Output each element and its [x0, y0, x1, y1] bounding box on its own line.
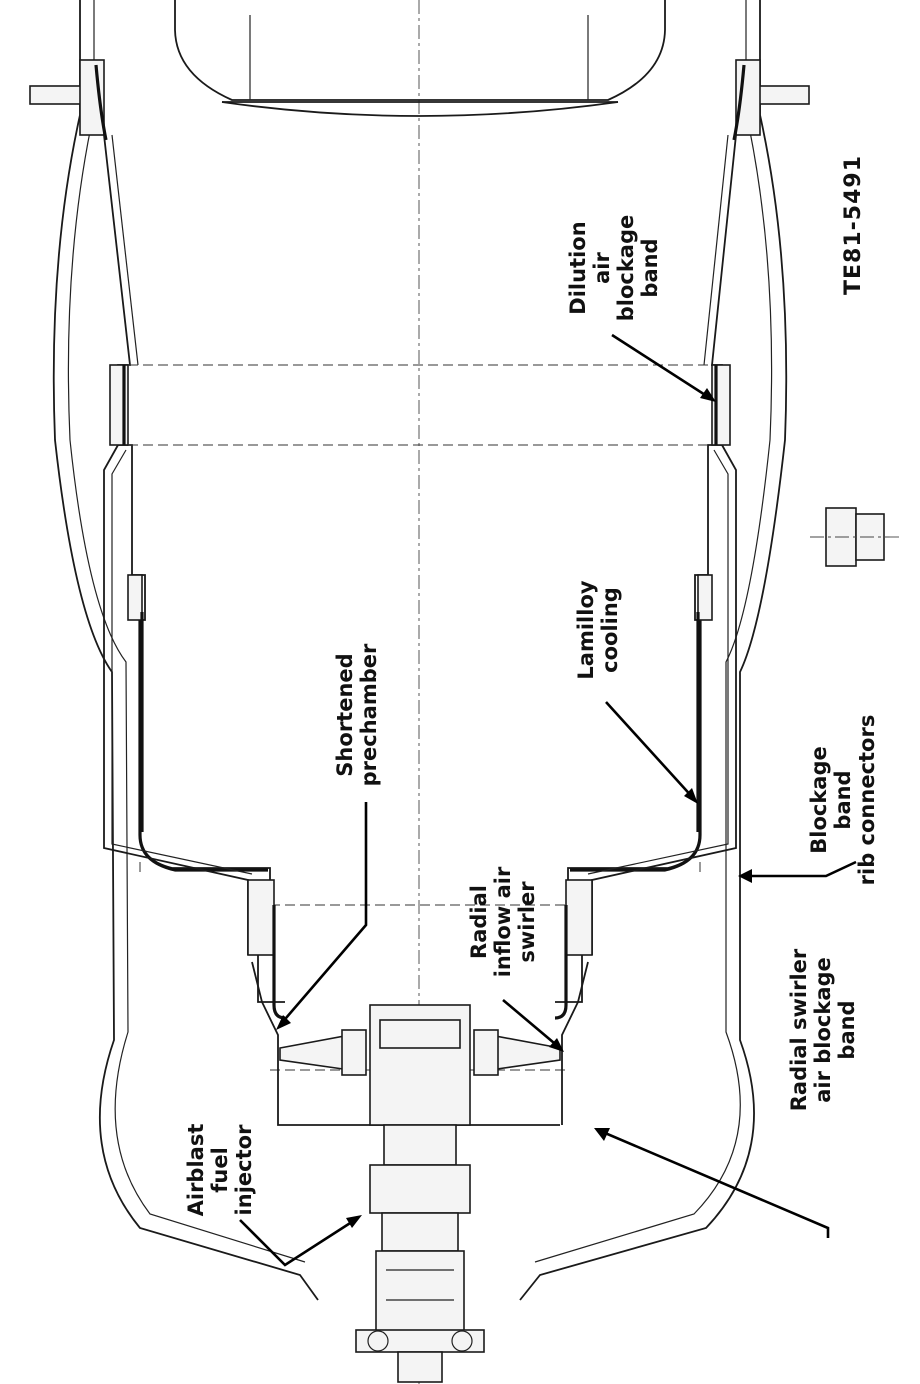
airblast-line-3: injector — [232, 1124, 256, 1216]
label-airblast: Airblast fuel injector — [184, 1124, 256, 1217]
igniter-boss — [810, 507, 900, 567]
label-lamilloy: Lamilloy cooling — [574, 580, 622, 679]
label-prechamber: Shortened prechamber — [333, 643, 381, 786]
dilution-line-4: band — [638, 238, 662, 297]
radial-swirler-line-1: Radial swirler — [787, 948, 811, 1111]
label-dilution: Dilution air blockage band — [566, 215, 662, 322]
dilution-line-1: Dilution — [566, 221, 590, 314]
airblast-line-1: Airblast — [184, 1124, 208, 1217]
transition-duct — [174, 0, 666, 117]
hidden-lines — [128, 364, 712, 1071]
label-blockage: Blockage band rib connectors — [807, 715, 879, 886]
dilution-line-3: blockage — [614, 215, 638, 322]
lamilloy-panels — [127, 574, 713, 832]
dilution-line-2: air — [590, 251, 614, 283]
radial-swirler — [279, 1029, 561, 1076]
radial-inflow-line-2: inflow air — [491, 866, 515, 977]
dilution-bands — [109, 364, 731, 446]
radial-swirler-line-2: air blockage — [811, 957, 835, 1103]
blockage-line-3: rib connectors — [855, 715, 879, 886]
leader-lines — [239, 333, 857, 1267]
radial-swirler-line-3: band — [835, 1000, 859, 1059]
flanges — [29, 59, 810, 141]
airblast-line-2: fuel — [208, 1147, 232, 1193]
label-radial-inflow: Radial inflow air swirler — [467, 866, 539, 977]
blockage-line-1: Blockage — [807, 746, 831, 854]
blockage-band-sleeve — [103, 444, 737, 955]
lamilloy-line-2: cooling — [598, 587, 622, 673]
outer-case — [52, 0, 788, 1301]
lamilloy-line-1: Lamilloy — [574, 580, 598, 679]
reference-number: TE81-5491 — [841, 155, 866, 295]
label-radial-swirler: Radial swirler air blockage band — [787, 948, 859, 1111]
label-reference: TE81-5491 — [841, 155, 866, 295]
blockage-line-2: band — [831, 770, 855, 829]
fuel-injector — [355, 1004, 485, 1383]
prechamber-line-2: prechamber — [357, 643, 381, 786]
radial-inflow-line-3: swirler — [515, 881, 539, 963]
prechamber-line-1: Shortened — [333, 653, 357, 776]
radial-inflow-line-1: Radial — [467, 885, 491, 959]
